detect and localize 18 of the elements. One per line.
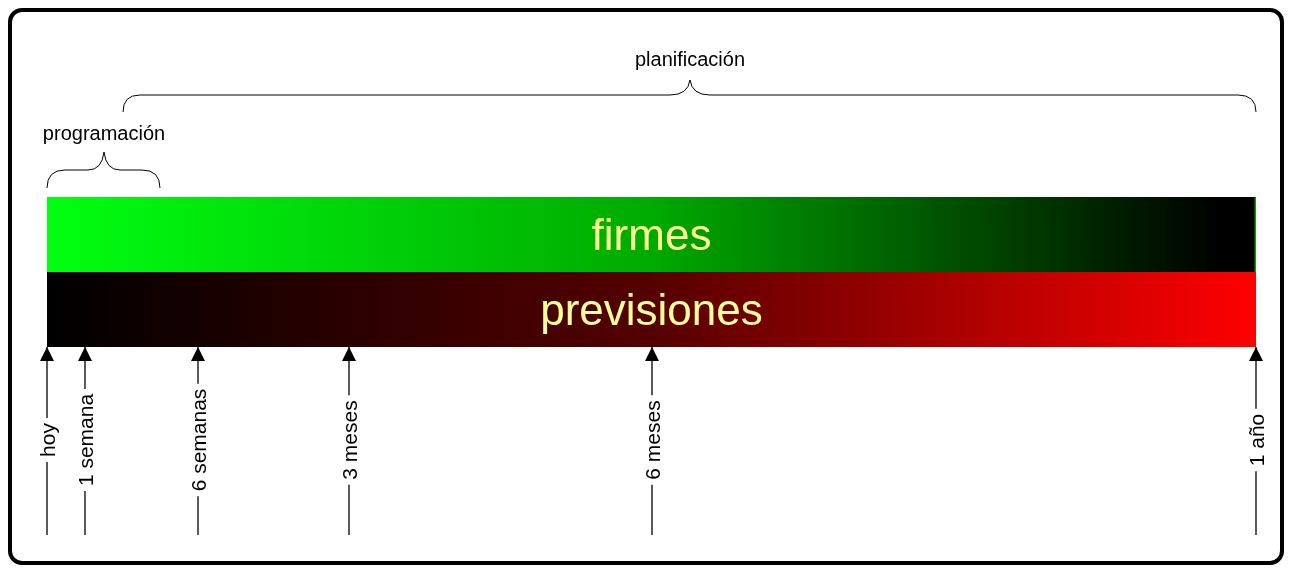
bar-label: previsiones — [540, 284, 763, 335]
arrow — [342, 346, 356, 396]
time-label: 3 meses — [338, 400, 360, 480]
arrow — [1249, 346, 1263, 410]
span-label: programación — [42, 122, 166, 145]
time-label: 1 año — [1245, 413, 1267, 467]
time-label: 6 meses — [641, 400, 663, 480]
time-label: hoy — [36, 423, 58, 457]
timeline-bar — [47, 272, 1256, 347]
arrow — [645, 346, 659, 396]
arrow — [191, 346, 205, 385]
arrow — [40, 346, 54, 419]
bar-label: firmes — [591, 209, 712, 260]
arrow — [78, 346, 92, 390]
timeline-bar — [47, 197, 1256, 272]
time-label: 6 semanas — [187, 388, 209, 492]
span-label: planificación — [634, 48, 746, 71]
time-label: 1 semana — [74, 393, 96, 487]
